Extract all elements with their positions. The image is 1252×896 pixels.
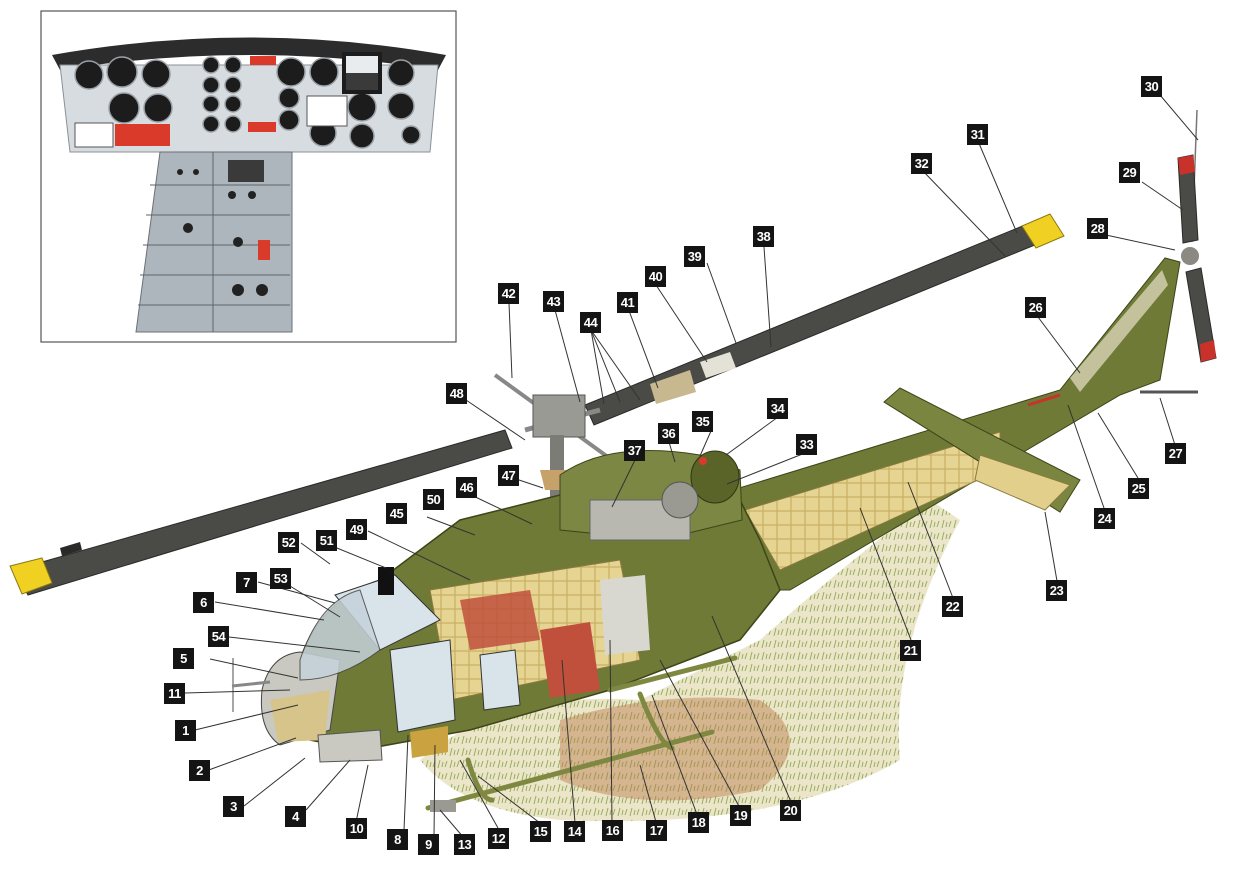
callout-5: 5 — [173, 648, 194, 669]
callout-36: 36 — [658, 423, 679, 444]
callout-54: 54 — [208, 626, 229, 647]
callout-42: 42 — [498, 283, 519, 304]
callout-28: 28 — [1087, 218, 1108, 239]
leader-lines — [184, 94, 1199, 839]
callout-30: 30 — [1141, 76, 1162, 97]
callout-32: 32 — [911, 153, 932, 174]
callout-35: 35 — [692, 411, 713, 432]
callout-53: 53 — [270, 568, 291, 589]
callout-8: 8 — [387, 829, 408, 850]
callout-19: 19 — [730, 805, 751, 826]
callout-26: 26 — [1025, 297, 1046, 318]
tail-rotor — [1177, 109, 1217, 363]
callout-39: 39 — [684, 246, 705, 267]
callout-47: 47 — [498, 465, 519, 486]
callout-23: 23 — [1046, 580, 1067, 601]
callout-22: 22 — [942, 596, 963, 617]
callout-46: 46 — [456, 477, 477, 498]
callout-25: 25 — [1128, 478, 1149, 499]
instrument-gauges — [74, 56, 421, 149]
callout-27: 27 — [1165, 443, 1186, 464]
callout-41: 41 — [617, 292, 638, 313]
callout-4: 4 — [285, 806, 306, 827]
callout-24: 24 — [1094, 508, 1115, 529]
fuselage — [231, 257, 1198, 763]
callout-17: 17 — [646, 820, 667, 841]
callout-10: 10 — [346, 818, 367, 839]
callout-37: 37 — [624, 440, 645, 461]
callout-6: 6 — [193, 592, 214, 613]
callout-2: 2 — [189, 760, 210, 781]
callout-14: 14 — [564, 821, 585, 842]
callout-38: 38 — [753, 226, 774, 247]
grass-ground — [420, 500, 960, 822]
callout-43: 43 — [543, 291, 564, 312]
callout-16: 16 — [602, 820, 623, 841]
callout-44: 44 — [580, 312, 601, 333]
callout-34: 34 — [767, 398, 788, 419]
instrument-panel-inset — [40, 10, 457, 343]
main-rotor — [9, 213, 1065, 596]
callout-18: 18 — [688, 812, 709, 833]
callout-33: 33 — [796, 434, 817, 455]
callout-20: 20 — [780, 800, 801, 821]
callout-48: 48 — [446, 383, 467, 404]
callout-31: 31 — [967, 124, 988, 145]
callout-1: 1 — [175, 720, 196, 741]
callout-45: 45 — [386, 503, 407, 524]
callout-3: 3 — [223, 796, 244, 817]
callout-52: 52 — [278, 532, 299, 553]
callout-11: 11 — [164, 683, 185, 704]
callout-9: 9 — [418, 834, 439, 855]
callout-21: 21 — [900, 640, 921, 661]
callout-7: 7 — [236, 572, 257, 593]
callout-13: 13 — [454, 834, 475, 855]
landing-skids — [425, 655, 738, 811]
callout-40: 40 — [645, 266, 666, 287]
callout-51: 51 — [316, 530, 337, 551]
callout-50: 50 — [423, 489, 444, 510]
callout-12: 12 — [488, 828, 509, 849]
callout-15: 15 — [530, 821, 551, 842]
callout-49: 49 — [346, 519, 367, 540]
callout-29: 29 — [1119, 162, 1140, 183]
